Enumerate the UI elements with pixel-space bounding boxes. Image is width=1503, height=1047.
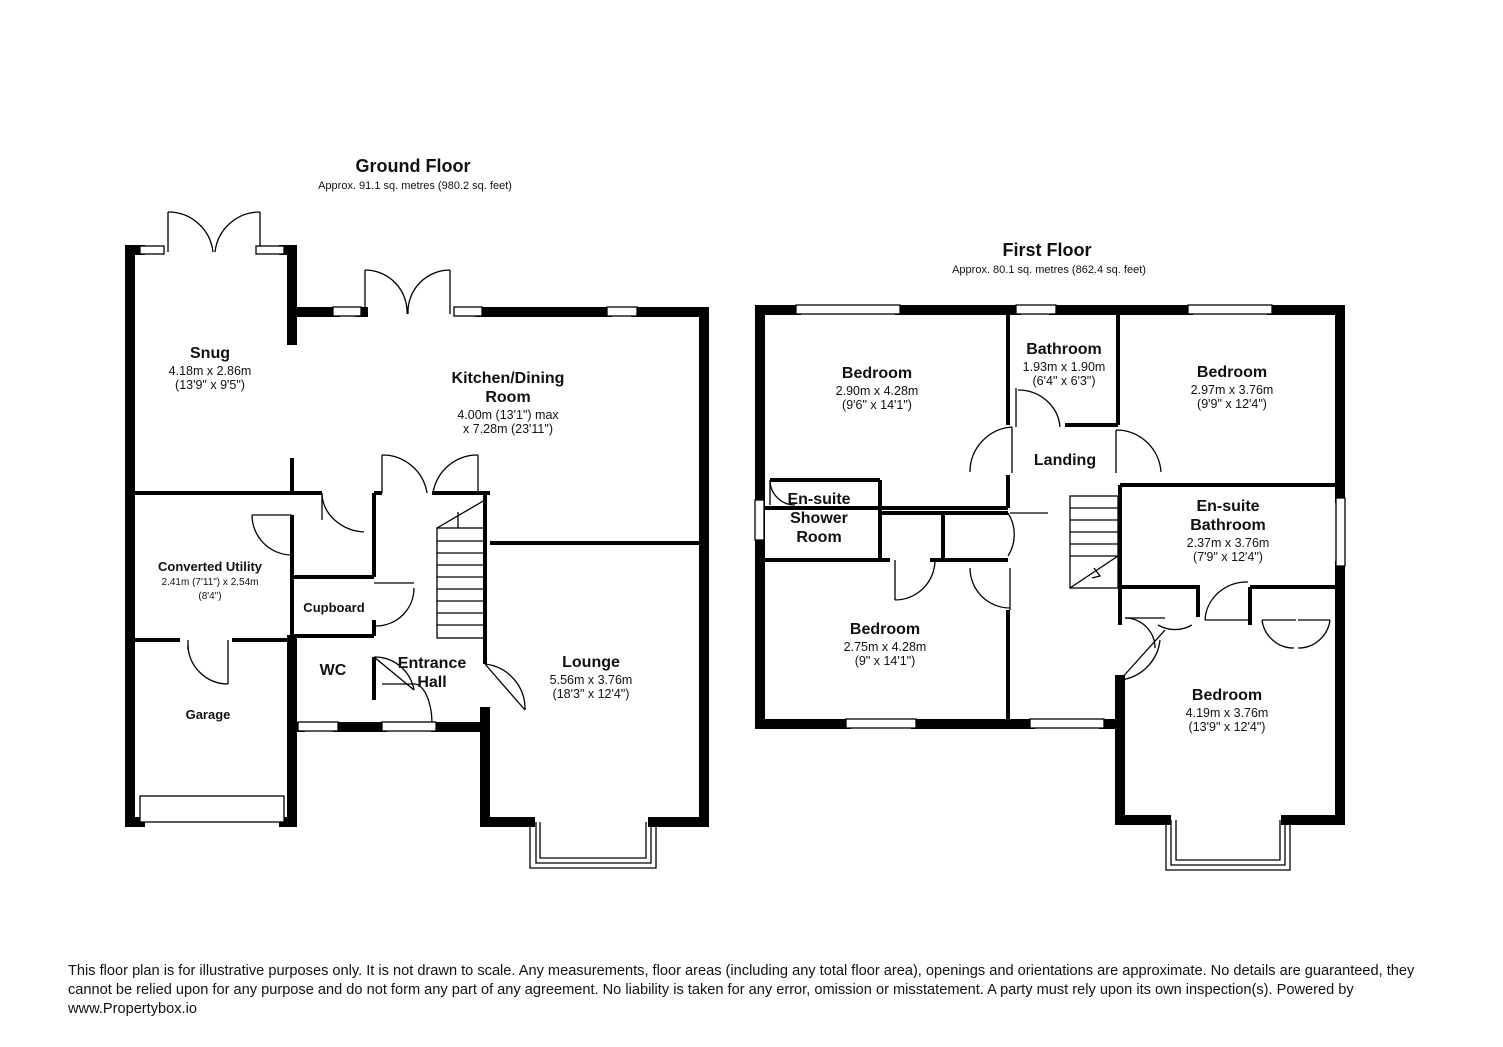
room-wc: WC (319, 662, 347, 679)
lounge-bay-window (529, 822, 657, 869)
room-dimensions: 2.90m x 4.28m (835, 384, 919, 398)
room-name: Bedroom (1191, 687, 1263, 704)
first-floor-inner-walls (760, 310, 1340, 724)
ground-floor-walls (125, 245, 709, 827)
room-garage: Garage (185, 707, 231, 722)
ground-floor-windows (139, 245, 638, 823)
room-name-line2: Shower (790, 510, 848, 527)
room-dimensions-imperial: (13'9" x 9'5") (175, 378, 245, 392)
room-name: Entrance (397, 655, 467, 672)
room-name-line2: Room (485, 389, 531, 406)
kitchen-french-doors (364, 269, 451, 315)
room-dimensions-imperial: (9" x 14'1") (854, 654, 916, 668)
room-dimensions-imperial: (6'4" x 6'3") (1032, 374, 1096, 388)
room-dimensions: 2.37m x 3.76m (1186, 536, 1270, 550)
room-dimensions: 2.41m (7'11") x 2.54m (161, 577, 259, 588)
ground-floor-stairs (436, 498, 486, 639)
room-cupboard: Cupboard (303, 600, 365, 615)
room-landing: Landing (1033, 452, 1097, 469)
room-dimensions: 2.75m x 4.28m (843, 640, 927, 654)
room-name: Bedroom (1196, 364, 1268, 381)
room-dimensions-line2: x 7.28m (23'11") (463, 422, 553, 436)
room-name: Bedroom (849, 621, 921, 638)
room-name: En-suite (1196, 498, 1260, 515)
room-name: Lounge (562, 654, 620, 671)
room-dimensions-line2: (8'4") (198, 591, 222, 602)
ground-floor-doors (187, 454, 526, 723)
snug-french-doors (167, 211, 261, 253)
ground-floor-area: Approx. 91.1 sq. metres (980.2 sq. feet) (318, 180, 512, 192)
disclaimer-text: This floor plan is for illustrative purp… (68, 963, 1415, 1017)
first-floor-title: First Floor (1002, 240, 1092, 260)
room-name: En-suite (787, 491, 851, 508)
room-name: Snug (190, 345, 230, 362)
first-floor-stairs (1069, 495, 1119, 589)
room-dimensions: 4.00m (13'1") max (457, 408, 559, 422)
room-dimensions-imperial: (9'6" x 14'1") (842, 398, 912, 412)
room-dimensions-imperial: (7'9" x 12'4") (1193, 550, 1263, 564)
room-name: Converted Utility (157, 559, 263, 574)
room-name-line2: Bathroom (1190, 517, 1266, 534)
room-name: Bathroom (1026, 341, 1102, 358)
room-dimensions-imperial: (18'3" x 12'4") (552, 687, 630, 701)
room-name-line3: Room (796, 529, 842, 546)
room-name: Kitchen/Dining (451, 370, 565, 387)
room-name: Bedroom (841, 365, 913, 382)
room-dimensions-imperial: (9'9" x 12'4") (1197, 397, 1267, 411)
room-name-line2: Hall (417, 674, 447, 691)
room-dimensions: 5.56m x 3.76m (549, 673, 633, 687)
room-dimensions-imperial: (13'9" x 12'4") (1188, 720, 1266, 734)
first-floor-area: Approx. 80.1 sq. metres (862.4 sq. feet) (952, 264, 1146, 276)
first-floor-bay-window (1165, 820, 1291, 871)
ground-floor-title: Ground Floor (355, 156, 471, 176)
first-floor-doors (769, 388, 1331, 681)
room-dimensions: 2.97m x 3.76m (1190, 383, 1274, 397)
room-dimensions: 4.19m x 3.76m (1185, 706, 1269, 720)
room-dimensions: 1.93m x 1.90m (1022, 360, 1106, 374)
room-dimensions: 4.18m x 2.86m (168, 364, 252, 378)
first-floor-windows (754, 304, 1346, 729)
